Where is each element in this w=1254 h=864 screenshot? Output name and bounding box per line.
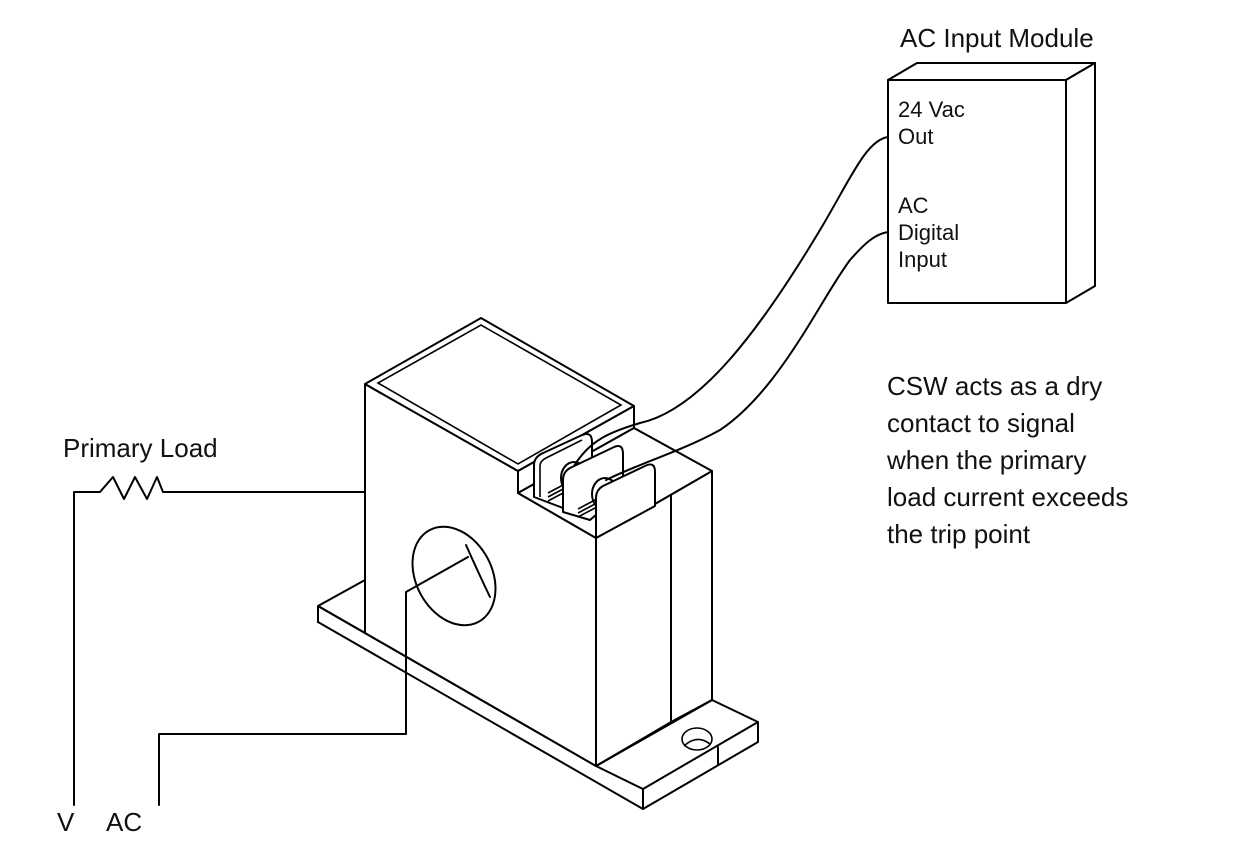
primary-load-label: Primary Load	[63, 433, 218, 463]
module-title: AC Input Module	[900, 23, 1094, 53]
csw-note: CSW acts as a dry contact to signal when…	[887, 371, 1129, 549]
terminal-block	[533, 433, 656, 539]
label-ac-digital-input: AC Digital Input	[898, 193, 960, 272]
mounting-hole	[681, 727, 713, 751]
primary-circuit	[73, 476, 469, 806]
primary-conductor	[158, 556, 469, 806]
wire-ac-digital-input	[605, 231, 889, 481]
signal-wires	[573, 136, 889, 481]
source-v-label: V	[57, 807, 75, 837]
module-top-face	[887, 62, 1096, 81]
source-ac-label: AC	[106, 807, 143, 837]
primary-load-resistor	[73, 476, 366, 806]
wire-24vac-out	[573, 136, 889, 467]
ac-input-module	[887, 62, 1096, 304]
label-24vac-out: 24 Vac Out	[898, 97, 965, 149]
module-front-face	[887, 79, 1067, 304]
sensor-aperture	[411, 525, 497, 627]
module-side-face	[1065, 62, 1096, 304]
label-panel	[376, 324, 623, 465]
